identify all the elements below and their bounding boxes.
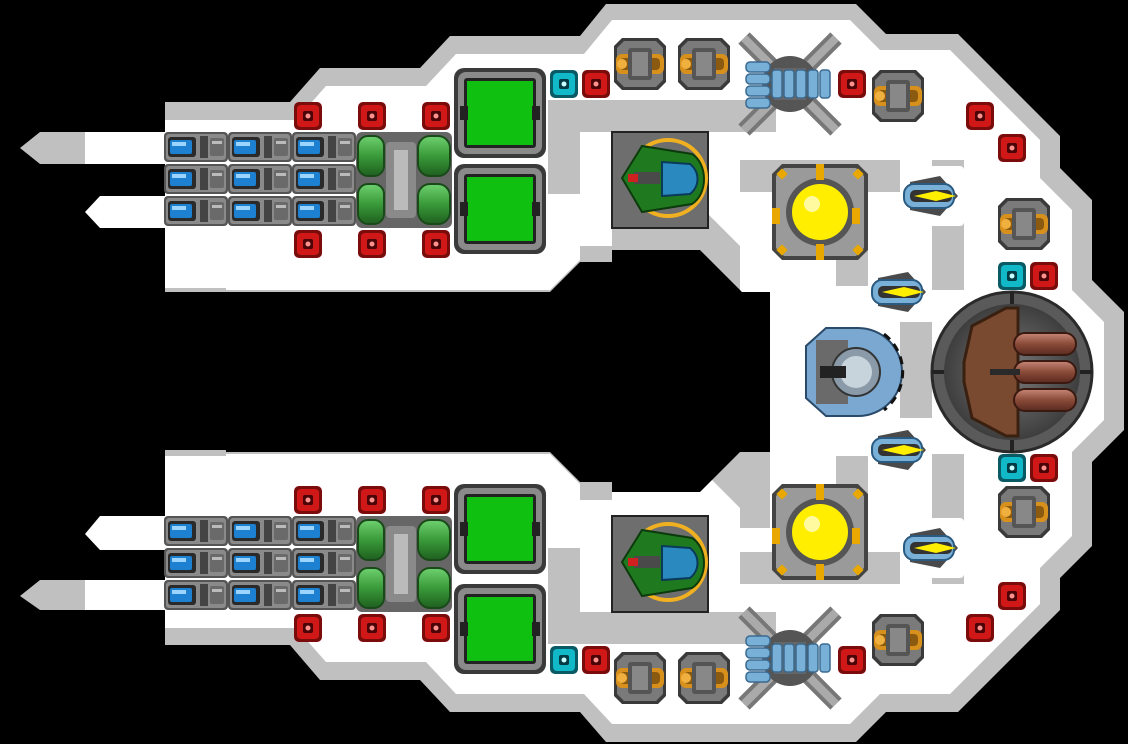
red-node[interactable] (966, 614, 994, 642)
thruster-cell (164, 164, 228, 194)
bronze-turret[interactable] (872, 614, 924, 666)
thruster-cell (228, 580, 292, 610)
bronze-turret[interactable] (998, 198, 1050, 250)
green-engine[interactable] (356, 516, 452, 612)
red-node[interactable] (582, 70, 610, 98)
cyan-node[interactable] (550, 70, 578, 98)
red-node[interactable] (422, 102, 450, 130)
red-node[interactable] (998, 582, 1026, 610)
thruster-cell (164, 516, 228, 546)
red-node[interactable] (966, 102, 994, 130)
red-node[interactable] (294, 614, 322, 642)
thruster-cell (228, 516, 292, 546)
red-node[interactable] (422, 230, 450, 258)
thruster-cell (292, 516, 356, 546)
red-node[interactable] (422, 486, 450, 514)
red-node[interactable] (294, 486, 322, 514)
thruster-cell (292, 580, 356, 610)
thruster-cell (164, 196, 228, 226)
red-node[interactable] (1030, 262, 1058, 290)
red-node[interactable] (358, 102, 386, 130)
red-node[interactable] (422, 614, 450, 642)
missile-bay[interactable] (900, 166, 964, 226)
green-system-block[interactable] (454, 68, 546, 158)
reactor-core[interactable] (772, 484, 868, 580)
thruster-cell (292, 196, 356, 226)
missile-bay[interactable] (900, 518, 964, 578)
thruster-cell (292, 132, 356, 162)
thruster-cell (164, 548, 228, 578)
green-engine[interactable] (356, 132, 452, 228)
missile-bay[interactable] (868, 420, 932, 480)
shield-dome[interactable] (805, 327, 905, 417)
green-system-block[interactable] (454, 484, 546, 574)
thruster-cell (292, 548, 356, 578)
bronze-turret[interactable] (614, 652, 666, 704)
cyan-node[interactable] (998, 262, 1026, 290)
thruster-cell (164, 580, 228, 610)
blue-railgun[interactable] (738, 606, 842, 710)
red-node[interactable] (1030, 454, 1058, 482)
interior-void (226, 250, 770, 492)
bronze-turret[interactable] (678, 38, 730, 90)
red-node[interactable] (358, 614, 386, 642)
red-node[interactable] (582, 646, 610, 674)
red-node[interactable] (838, 646, 866, 674)
red-node[interactable] (838, 70, 866, 98)
pod-cockpit[interactable] (611, 131, 709, 229)
thruster-cell (228, 548, 292, 578)
heavy-cannon-turret[interactable] (930, 290, 1094, 454)
thruster-cell (292, 164, 356, 194)
reactor-core[interactable] (772, 164, 868, 260)
modules-layer (164, 32, 1094, 710)
green-system-block[interactable] (454, 164, 546, 254)
red-node[interactable] (998, 134, 1026, 162)
cyan-node[interactable] (550, 646, 578, 674)
bronze-turret[interactable] (998, 486, 1050, 538)
bronze-turret[interactable] (678, 652, 730, 704)
cyan-node[interactable] (998, 454, 1026, 482)
pod-cockpit[interactable] (611, 515, 709, 613)
blue-railgun[interactable] (738, 32, 842, 136)
thruster-cell (228, 132, 292, 162)
red-node[interactable] (294, 102, 322, 130)
red-node[interactable] (358, 486, 386, 514)
missile-bay[interactable] (868, 262, 932, 322)
red-node[interactable] (358, 230, 386, 258)
bronze-turret[interactable] (614, 38, 666, 90)
green-system-block[interactable] (454, 584, 546, 674)
thruster-cell (228, 196, 292, 226)
thruster-cell (228, 164, 292, 194)
red-node[interactable] (294, 230, 322, 258)
bronze-turret[interactable] (872, 70, 924, 122)
thruster-cell (164, 132, 228, 162)
